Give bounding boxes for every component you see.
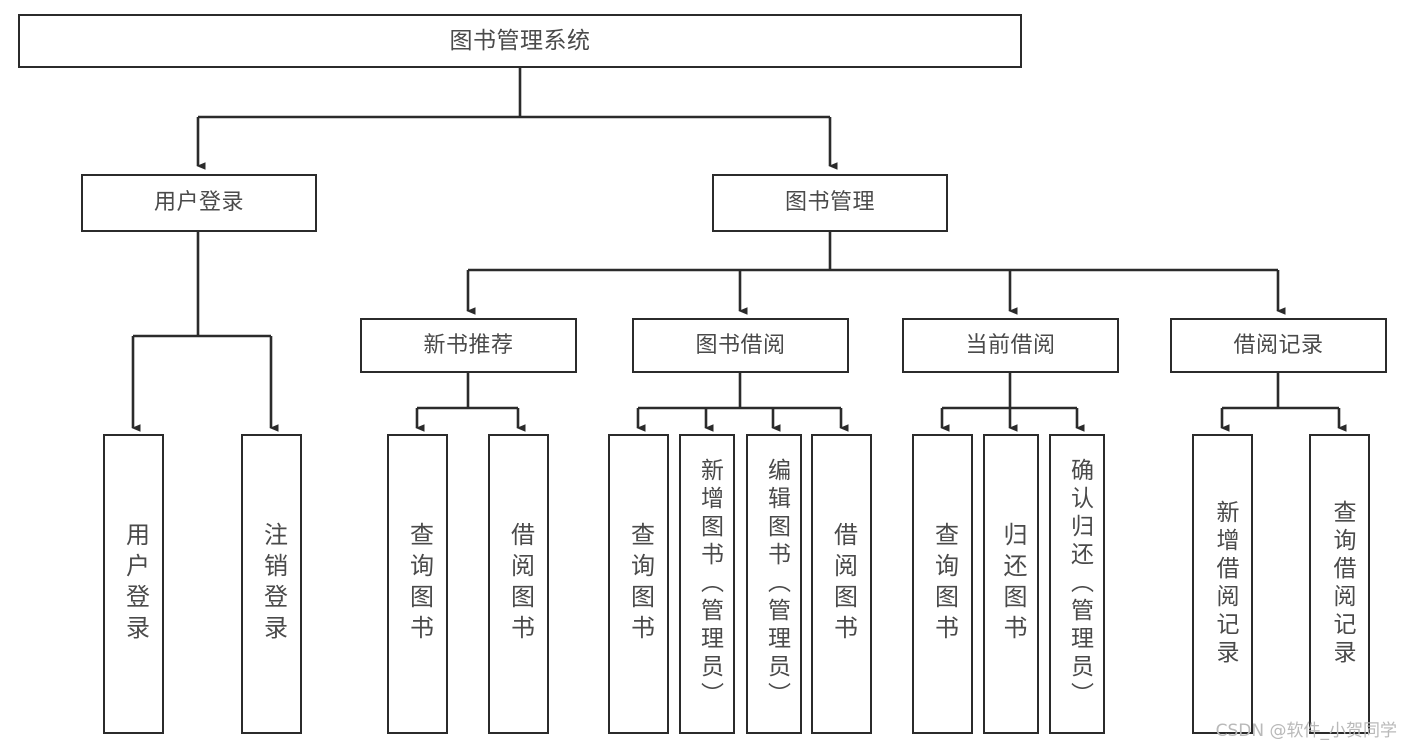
node-new-book-rec-label: 新书推荐: [423, 332, 514, 358]
node-current-borrow-label: 当前借阅: [965, 332, 1056, 358]
node-leaf-confirm-return-label: 确认归还（管理员）: [1066, 458, 1093, 710]
node-user-login[interactable]: 用户登录: [81, 174, 317, 232]
node-leaf-borrow-book-1[interactable]: 借阅图书: [488, 434, 549, 734]
node-user-login-label: 用户登录: [153, 190, 244, 216]
node-leaf-add-record[interactable]: 新增借阅记录: [1192, 434, 1253, 734]
node-leaf-query-book-1[interactable]: 查询图书: [387, 434, 448, 734]
node-leaf-logout-label: 注销登录: [259, 522, 288, 646]
node-leaf-query-book-3[interactable]: 查询图书: [912, 434, 973, 734]
node-book-borrow[interactable]: 图书借阅: [632, 318, 849, 373]
node-leaf-add-book[interactable]: 新增图书（管理员）: [679, 434, 735, 734]
node-leaf-return-book[interactable]: 归还图书: [983, 434, 1039, 734]
node-book-manage[interactable]: 图书管理: [712, 174, 948, 232]
node-leaf-edit-book-label: 编辑图书（管理员）: [763, 458, 790, 710]
node-leaf-confirm-return[interactable]: 确认归还（管理员）: [1049, 434, 1105, 734]
node-leaf-query-record[interactable]: 查询借阅记录: [1309, 434, 1370, 734]
node-new-book-rec[interactable]: 新书推荐: [360, 318, 577, 373]
node-leaf-query-book-2-label: 查询图书: [626, 522, 655, 646]
node-leaf-query-book-1-label: 查询图书: [405, 522, 434, 646]
node-leaf-user-login-label: 用户登录: [121, 522, 150, 646]
node-leaf-query-book-3-label: 查询图书: [930, 522, 959, 646]
node-root[interactable]: 图书管理系统: [18, 14, 1022, 68]
node-leaf-add-book-label: 新增图书（管理员）: [696, 458, 723, 710]
node-borrow-record[interactable]: 借阅记录: [1170, 318, 1387, 373]
node-leaf-query-record-label: 查询借阅记录: [1329, 500, 1355, 668]
node-root-label: 图书管理系统: [449, 27, 591, 54]
node-current-borrow[interactable]: 当前借阅: [902, 318, 1119, 373]
node-borrow-record-label: 借阅记录: [1233, 332, 1324, 358]
node-book-borrow-label: 图书借阅: [695, 332, 786, 358]
node-leaf-add-record-label: 新增借阅记录: [1212, 500, 1238, 668]
node-leaf-logout[interactable]: 注销登录: [241, 434, 302, 734]
node-leaf-borrow-book-2[interactable]: 借阅图书: [811, 434, 872, 734]
node-leaf-query-book-2[interactable]: 查询图书: [608, 434, 669, 734]
watermark: CSDN @软件_小贺同学: [1215, 721, 1397, 741]
node-leaf-edit-book[interactable]: 编辑图书（管理员）: [746, 434, 802, 734]
node-leaf-borrow-book-1-label: 借阅图书: [506, 522, 535, 646]
node-leaf-return-book-label: 归还图书: [999, 522, 1027, 646]
node-leaf-borrow-book-2-label: 借阅图书: [829, 522, 858, 646]
node-book-manage-label: 图书管理: [784, 190, 875, 216]
node-leaf-user-login[interactable]: 用户登录: [103, 434, 164, 734]
